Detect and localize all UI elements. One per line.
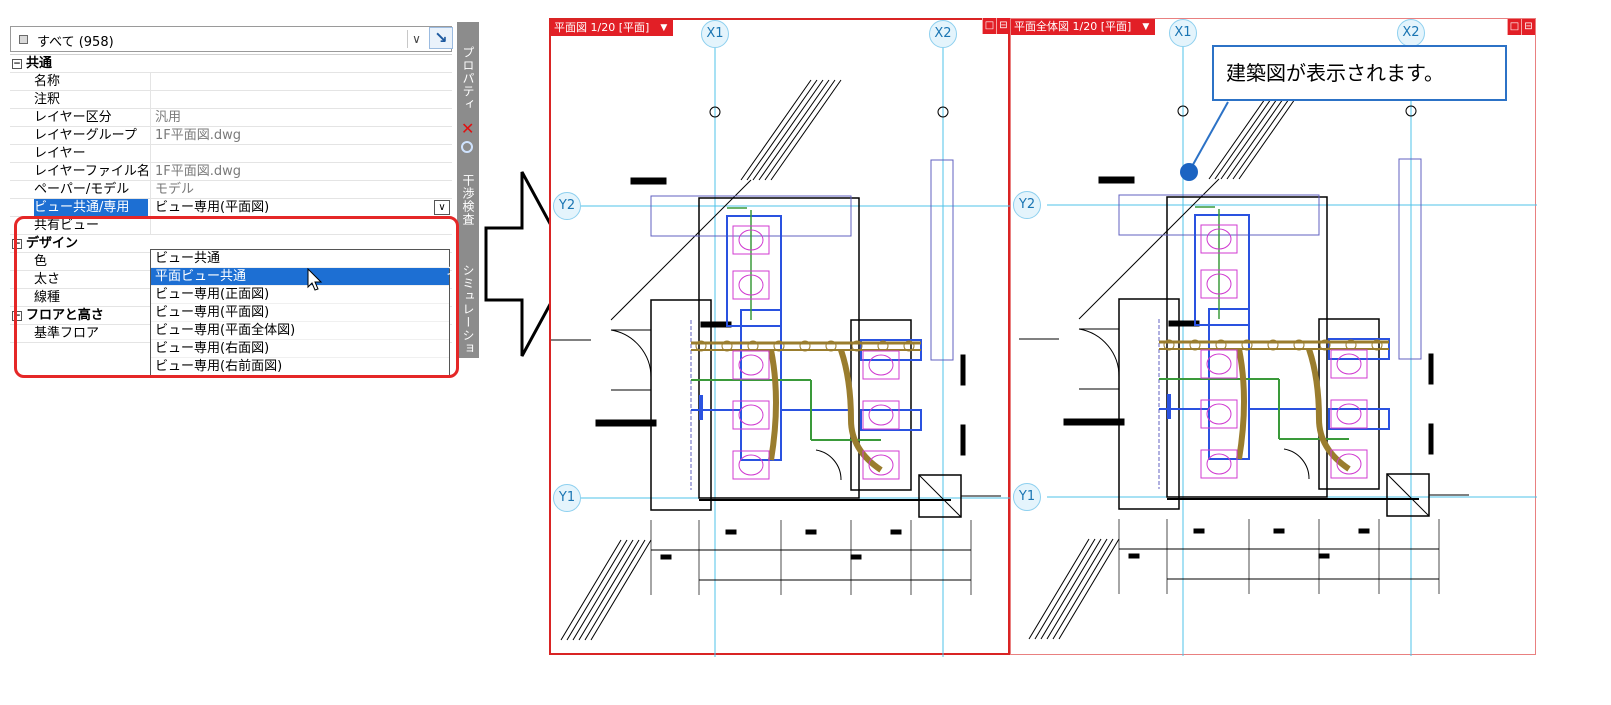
tab-properties[interactable]: プロパティ <box>461 46 475 111</box>
right-arrow-icon <box>484 171 574 357</box>
property-label: 線種 <box>34 290 61 305</box>
property-label: 注釈 <box>34 92 61 107</box>
dropdown-option[interactable]: ビュー専用(右面図) <box>151 340 449 358</box>
chevron-down-icon[interactable]: ∨ <box>434 200 450 215</box>
grid-label-x1: X1 <box>1169 19 1197 47</box>
plan-overall-view[interactable]: 平面全体図 1/20 [平面] ▼ □ ⊟ X1 X2 Y2 Y1 <box>1010 18 1537 656</box>
property-row[interactable]: レイヤーグループ 1F平面図.dwg <box>10 127 452 145</box>
grid-label-y1: Y1 <box>553 484 581 512</box>
property-row[interactable]: レイヤー <box>10 145 452 163</box>
split-icon[interactable]: ⊟ <box>1521 19 1535 35</box>
split-icon[interactable]: ⊟ <box>996 18 1010 34</box>
restore-icon[interactable]: □ <box>1507 19 1521 35</box>
view-title: 平面図 1/20 [平面] <box>554 21 650 34</box>
tab-interference-check[interactable]: 干渉検査 <box>461 174 475 226</box>
callout-dot <box>1180 163 1198 181</box>
highlight-outline <box>14 216 459 378</box>
restore-icon[interactable]: □ <box>982 18 996 34</box>
property-label: レイヤー <box>34 146 86 161</box>
view-title: 平面全体図 1/20 [平面] <box>1014 20 1132 33</box>
property-label: 基準フロア <box>34 326 100 341</box>
dropdown-option[interactable]: ビュー専用(平面図) <box>151 304 449 322</box>
plan-drawing[interactable] <box>551 20 1012 657</box>
close-icon[interactable]: ✕ <box>461 119 475 138</box>
property-value-text: 1F平面図.dwg <box>155 128 242 143</box>
filter-combo[interactable]: すべて (958) ∨ <box>10 26 452 52</box>
category-label: フロアと高さ <box>26 308 104 323</box>
grid-label-x2: X2 <box>1397 19 1425 47</box>
property-label: ビュー共通/専用 <box>34 199 148 216</box>
property-value-text: モデル <box>155 182 195 197</box>
property-label: −共通 <box>12 55 152 72</box>
chevron-down-icon[interactable]: ∨ <box>407 30 425 48</box>
dropdown-option[interactable]: ビュー専用(正面図) <box>151 286 449 304</box>
property-row[interactable]: 共有ビュー <box>10 217 452 235</box>
property-panel: すべて (958) ∨ ↘ −共通名称注釈レイヤー区分 汎用レイヤーグループ 1F平… <box>10 22 480 378</box>
property-label: 色 <box>34 254 48 269</box>
dropdown-option[interactable]: ビュー専用(平面全体図) <box>151 322 449 340</box>
plan-overall-drawing[interactable] <box>1011 19 1537 656</box>
property-value[interactable]: 1F平面図.dwg <box>150 163 452 180</box>
property-value[interactable] <box>150 145 452 162</box>
category-label: 共通 <box>26 56 53 71</box>
property-row[interactable]: ペーパー/モデル モデル <box>10 181 452 199</box>
plan-view[interactable]: 平面図 1/20 [平面] ▼ X1 X2 Y2 Y1 <box>549 18 1012 657</box>
triangle-down-icon[interactable]: ▼ <box>1142 22 1150 32</box>
view-window-buttons: □ ⊟ <box>1507 19 1535 35</box>
dropdown-option[interactable]: 平面ビュー共通 <box>151 268 449 286</box>
grid-label-x2: X2 <box>929 20 957 48</box>
dropdown-option[interactable]: ビュー共通 <box>151 250 449 268</box>
view-mode-dropdown-list[interactable]: ビュー共通平面ビュー共通ビュー専用(正面図)ビュー専用(平面図)ビュー専用(平面… <box>150 249 450 377</box>
callout-leader <box>1189 101 1229 171</box>
mouse-cursor-icon <box>307 268 323 291</box>
property-label: 共有ビュー <box>34 218 100 233</box>
property-label: レイヤー区分 <box>34 110 112 125</box>
tab-simulation[interactable]: シミュレーション <box>444 264 475 355</box>
property-label: レイヤーファイル名 <box>34 164 148 179</box>
property-label: 名称 <box>34 74 61 89</box>
property-row[interactable]: 名称 <box>10 73 452 91</box>
property-value[interactable]: モデル <box>150 181 452 198</box>
grid-label-x1: X1 <box>701 20 729 48</box>
grid-label-y1: Y1 <box>1013 483 1041 511</box>
side-tab-strip: プロパティ ✕ 干渉検査 シミュレーション <box>444 22 479 358</box>
property-row[interactable]: レイヤーファイル名 1F平面図.dwg <box>10 163 452 181</box>
property-value[interactable]: 汎用 <box>150 109 452 126</box>
key-icon[interactable] <box>461 141 473 153</box>
category-label: デザイン <box>26 236 79 251</box>
cad-geometry <box>1019 47 1537 656</box>
property-value-text: 汎用 <box>155 110 182 125</box>
category-row[interactable]: −共通 <box>10 55 452 73</box>
grid-label-y2: Y2 <box>1013 191 1041 219</box>
property-label: レイヤーグループ <box>34 128 137 143</box>
select-arrow-button[interactable]: ↘ <box>429 27 453 49</box>
property-value[interactable] <box>150 217 452 234</box>
cad-geometry <box>551 48 1012 657</box>
property-row[interactable]: レイヤー区分 汎用 <box>10 109 452 127</box>
view-window-buttons: □ ⊟ <box>982 18 1010 34</box>
property-row[interactable]: 注釈 <box>10 91 452 109</box>
property-value[interactable]: ビュー専用(平面図) ∨ <box>150 199 452 216</box>
view-tab[interactable]: 平面全体図 1/20 [平面] ▼ <box>1011 19 1156 35</box>
collapse-icon[interactable]: − <box>12 59 22 69</box>
property-row[interactable]: ビュー共通/専用ビュー専用(平面図) ∨ <box>10 199 452 217</box>
property-value[interactable] <box>150 73 452 90</box>
callout-box: 建築図が表示されます。 <box>1212 45 1507 101</box>
filter-label: すべて (958) <box>37 35 114 50</box>
property-value-text: ビュー専用(平面図) <box>155 200 270 215</box>
triangle-down-icon[interactable]: ▼ <box>660 23 668 33</box>
filter-square-icon <box>19 35 28 44</box>
property-value-text: 1F平面図.dwg <box>155 164 242 179</box>
property-label: 太さ <box>34 272 61 287</box>
property-value[interactable]: 1F平面図.dwg <box>150 127 452 144</box>
grid-label-y2: Y2 <box>553 192 581 220</box>
view-tab[interactable]: 平面図 1/20 [平面] ▼ <box>551 20 674 36</box>
property-value[interactable] <box>150 91 452 108</box>
property-label: ペーパー/モデル <box>34 182 130 197</box>
